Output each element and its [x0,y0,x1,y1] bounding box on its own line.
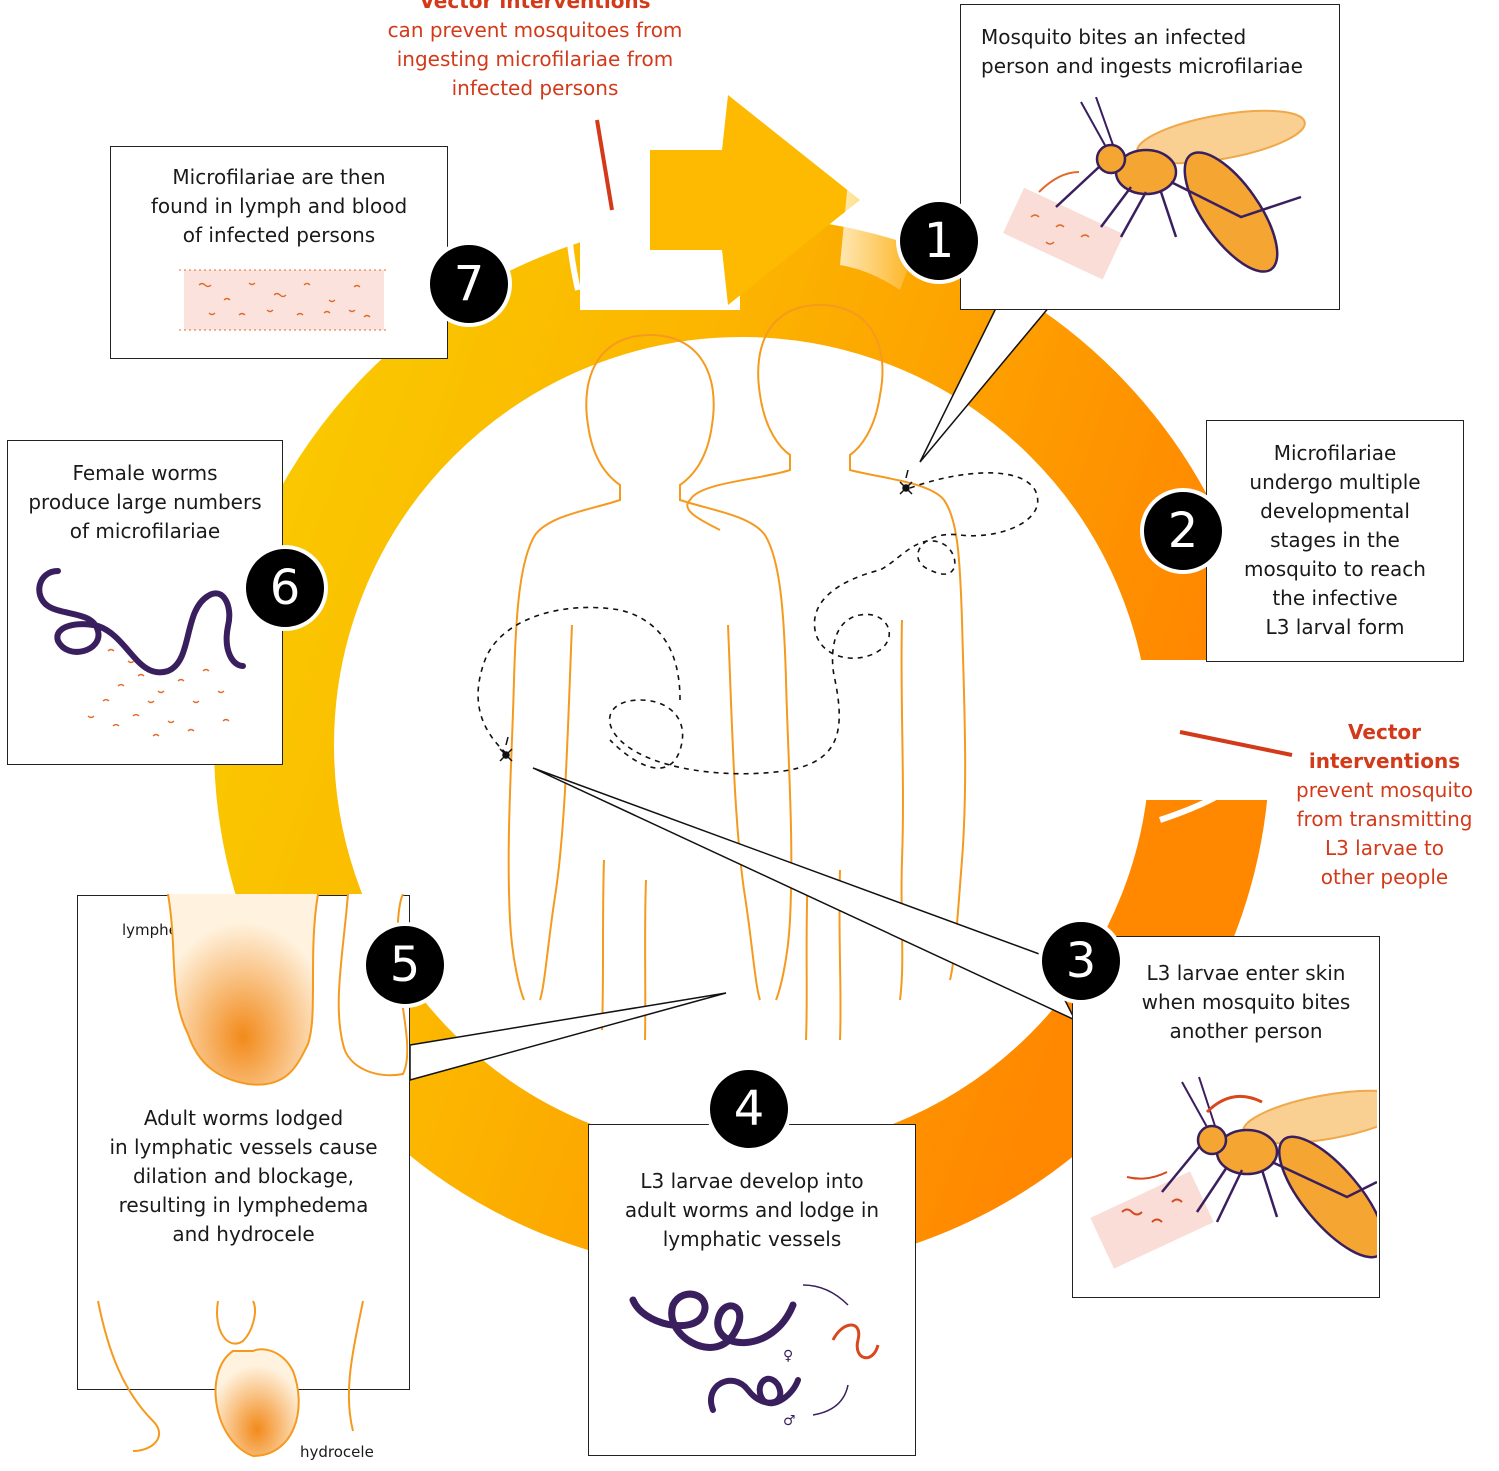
step-6-badge: 6 [242,545,328,631]
step-7-box: Microfilariae are then found in lymph an… [110,146,448,359]
small-mosquito-icon [500,737,512,761]
step-7-badge: 7 [426,241,512,327]
step-6-box: Female worms produce large numbers of mi… [7,440,283,765]
svg-text:♀: ♀ [783,1348,793,1364]
top-note-bold: Vector interventions [330,0,740,16]
step-6-text: Female worms produce large numbers of mi… [8,459,282,546]
lymphedema-leg-icon [158,894,408,1094]
right-note-bold: Vector interventions [1272,718,1497,776]
step-3-box: L3 larvae enter skin when mosquito bites… [1072,936,1380,1298]
step-2-text: Microfilariae undergo multiple developme… [1207,439,1463,642]
hydrocele-label: hydrocele [300,1438,374,1467]
step-4-box: L3 larvae develop into adult worms and l… [588,1124,916,1456]
step-1-box: Mosquito bites an infected person and in… [960,4,1340,310]
callout-wedges [410,300,1075,1080]
mosquito-biting-icon [1077,1072,1377,1292]
svg-text:♂: ♂ [783,1413,796,1429]
step-5-box: lymphedema Adult worms lodged in lymphat… [77,895,410,1390]
step-5-text: Adult worms lodged in lymphatic vessels … [78,1104,409,1249]
step-2-badge: 2 [1140,488,1226,574]
top-intervention-note: Vector interventions can prevent mosquit… [330,0,740,103]
female-worm-icon [18,551,278,751]
step-1-text: Mosquito bites an infected person and in… [981,23,1339,81]
step-3-text: L3 larvae enter skin when mosquito bites… [1113,959,1379,1046]
top-note-text: can prevent mosquitoes from ingesting mi… [330,16,740,103]
step-3-badge: 3 [1038,918,1124,1004]
right-intervention-note: Vector interventions prevent mosquito fr… [1272,718,1497,892]
mosquito-feeding-icon [1001,97,1341,297]
right-note-text: prevent mosquito from transmitting L3 la… [1272,776,1497,892]
step-4-badge: 4 [706,1066,792,1152]
step-7-text: Microfilariae are then found in lymph an… [111,163,447,250]
step-1-badge: 1 [896,198,982,284]
blood-sample-icon [179,265,389,335]
step-4-text: L3 larvae develop into adult worms and l… [589,1167,915,1254]
adult-worms-icon: ♀ ♂ [603,1275,903,1435]
step-2-box: Microfilariae undergo multiple developme… [1206,420,1464,662]
front-figure-outline [509,335,650,1000]
step-5-badge: 5 [362,922,448,1008]
